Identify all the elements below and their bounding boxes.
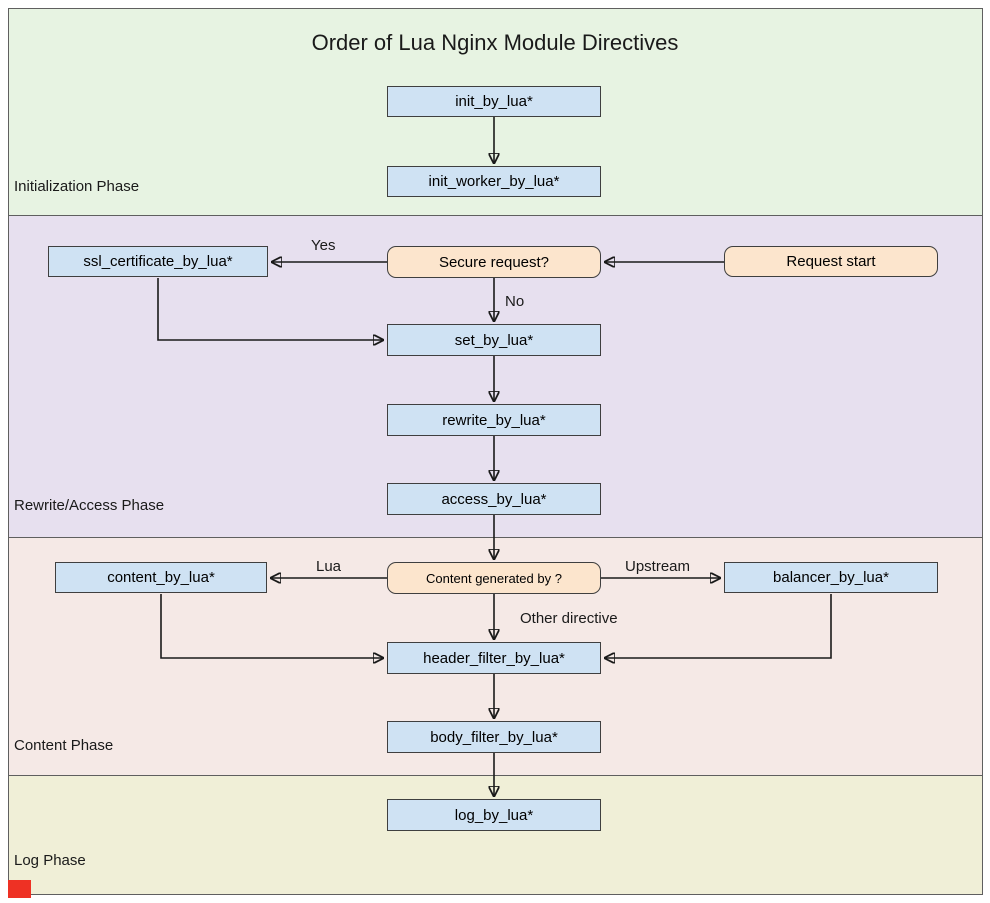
edge-label-lua: Lua xyxy=(316,558,342,575)
node-log-by-lua: log_by_lua* xyxy=(387,799,601,831)
node-request-start: Request start xyxy=(724,246,938,277)
node-header-filter-by-lua: header_filter_by_lua* xyxy=(387,642,601,674)
edge-label-other-directive: Other directive xyxy=(520,610,618,627)
node-access-by-lua: access_by_lua* xyxy=(387,483,601,515)
diagram-title: Order of Lua Nginx Module Directives xyxy=(311,30,679,55)
phase-label-log: Log Phase xyxy=(14,852,86,869)
phase-label-initialization: Initialization Phase xyxy=(14,178,140,195)
node-balancer-by-lua: balancer_by_lua* xyxy=(724,562,938,593)
red-marker xyxy=(8,880,31,898)
phase-band-log xyxy=(8,775,983,895)
node-rewrite-by-lua: rewrite_by_lua* xyxy=(387,404,601,436)
node-body-filter-by-lua: body_filter_by_lua* xyxy=(387,721,601,753)
edge-label-upstream: Upstream xyxy=(625,558,691,575)
node-init-worker-by-lua: init_worker_by_lua* xyxy=(387,166,601,197)
node-secure-request: Secure request? xyxy=(387,246,601,278)
node-content-by-lua: content_by_lua* xyxy=(55,562,267,593)
node-init-by-lua: init_by_lua* xyxy=(387,86,601,117)
edge-label-yes: Yes xyxy=(311,237,336,254)
node-content-generated-by: Content generated by ? xyxy=(387,562,601,594)
phase-label-content: Content Phase xyxy=(14,737,114,754)
node-ssl-certificate-by-lua: ssl_certificate_by_lua* xyxy=(48,246,268,277)
phase-label-rewrite-access: Rewrite/Access Phase xyxy=(14,497,165,514)
node-set-by-lua: set_by_lua* xyxy=(387,324,601,356)
edge-label-no: No xyxy=(505,293,525,310)
